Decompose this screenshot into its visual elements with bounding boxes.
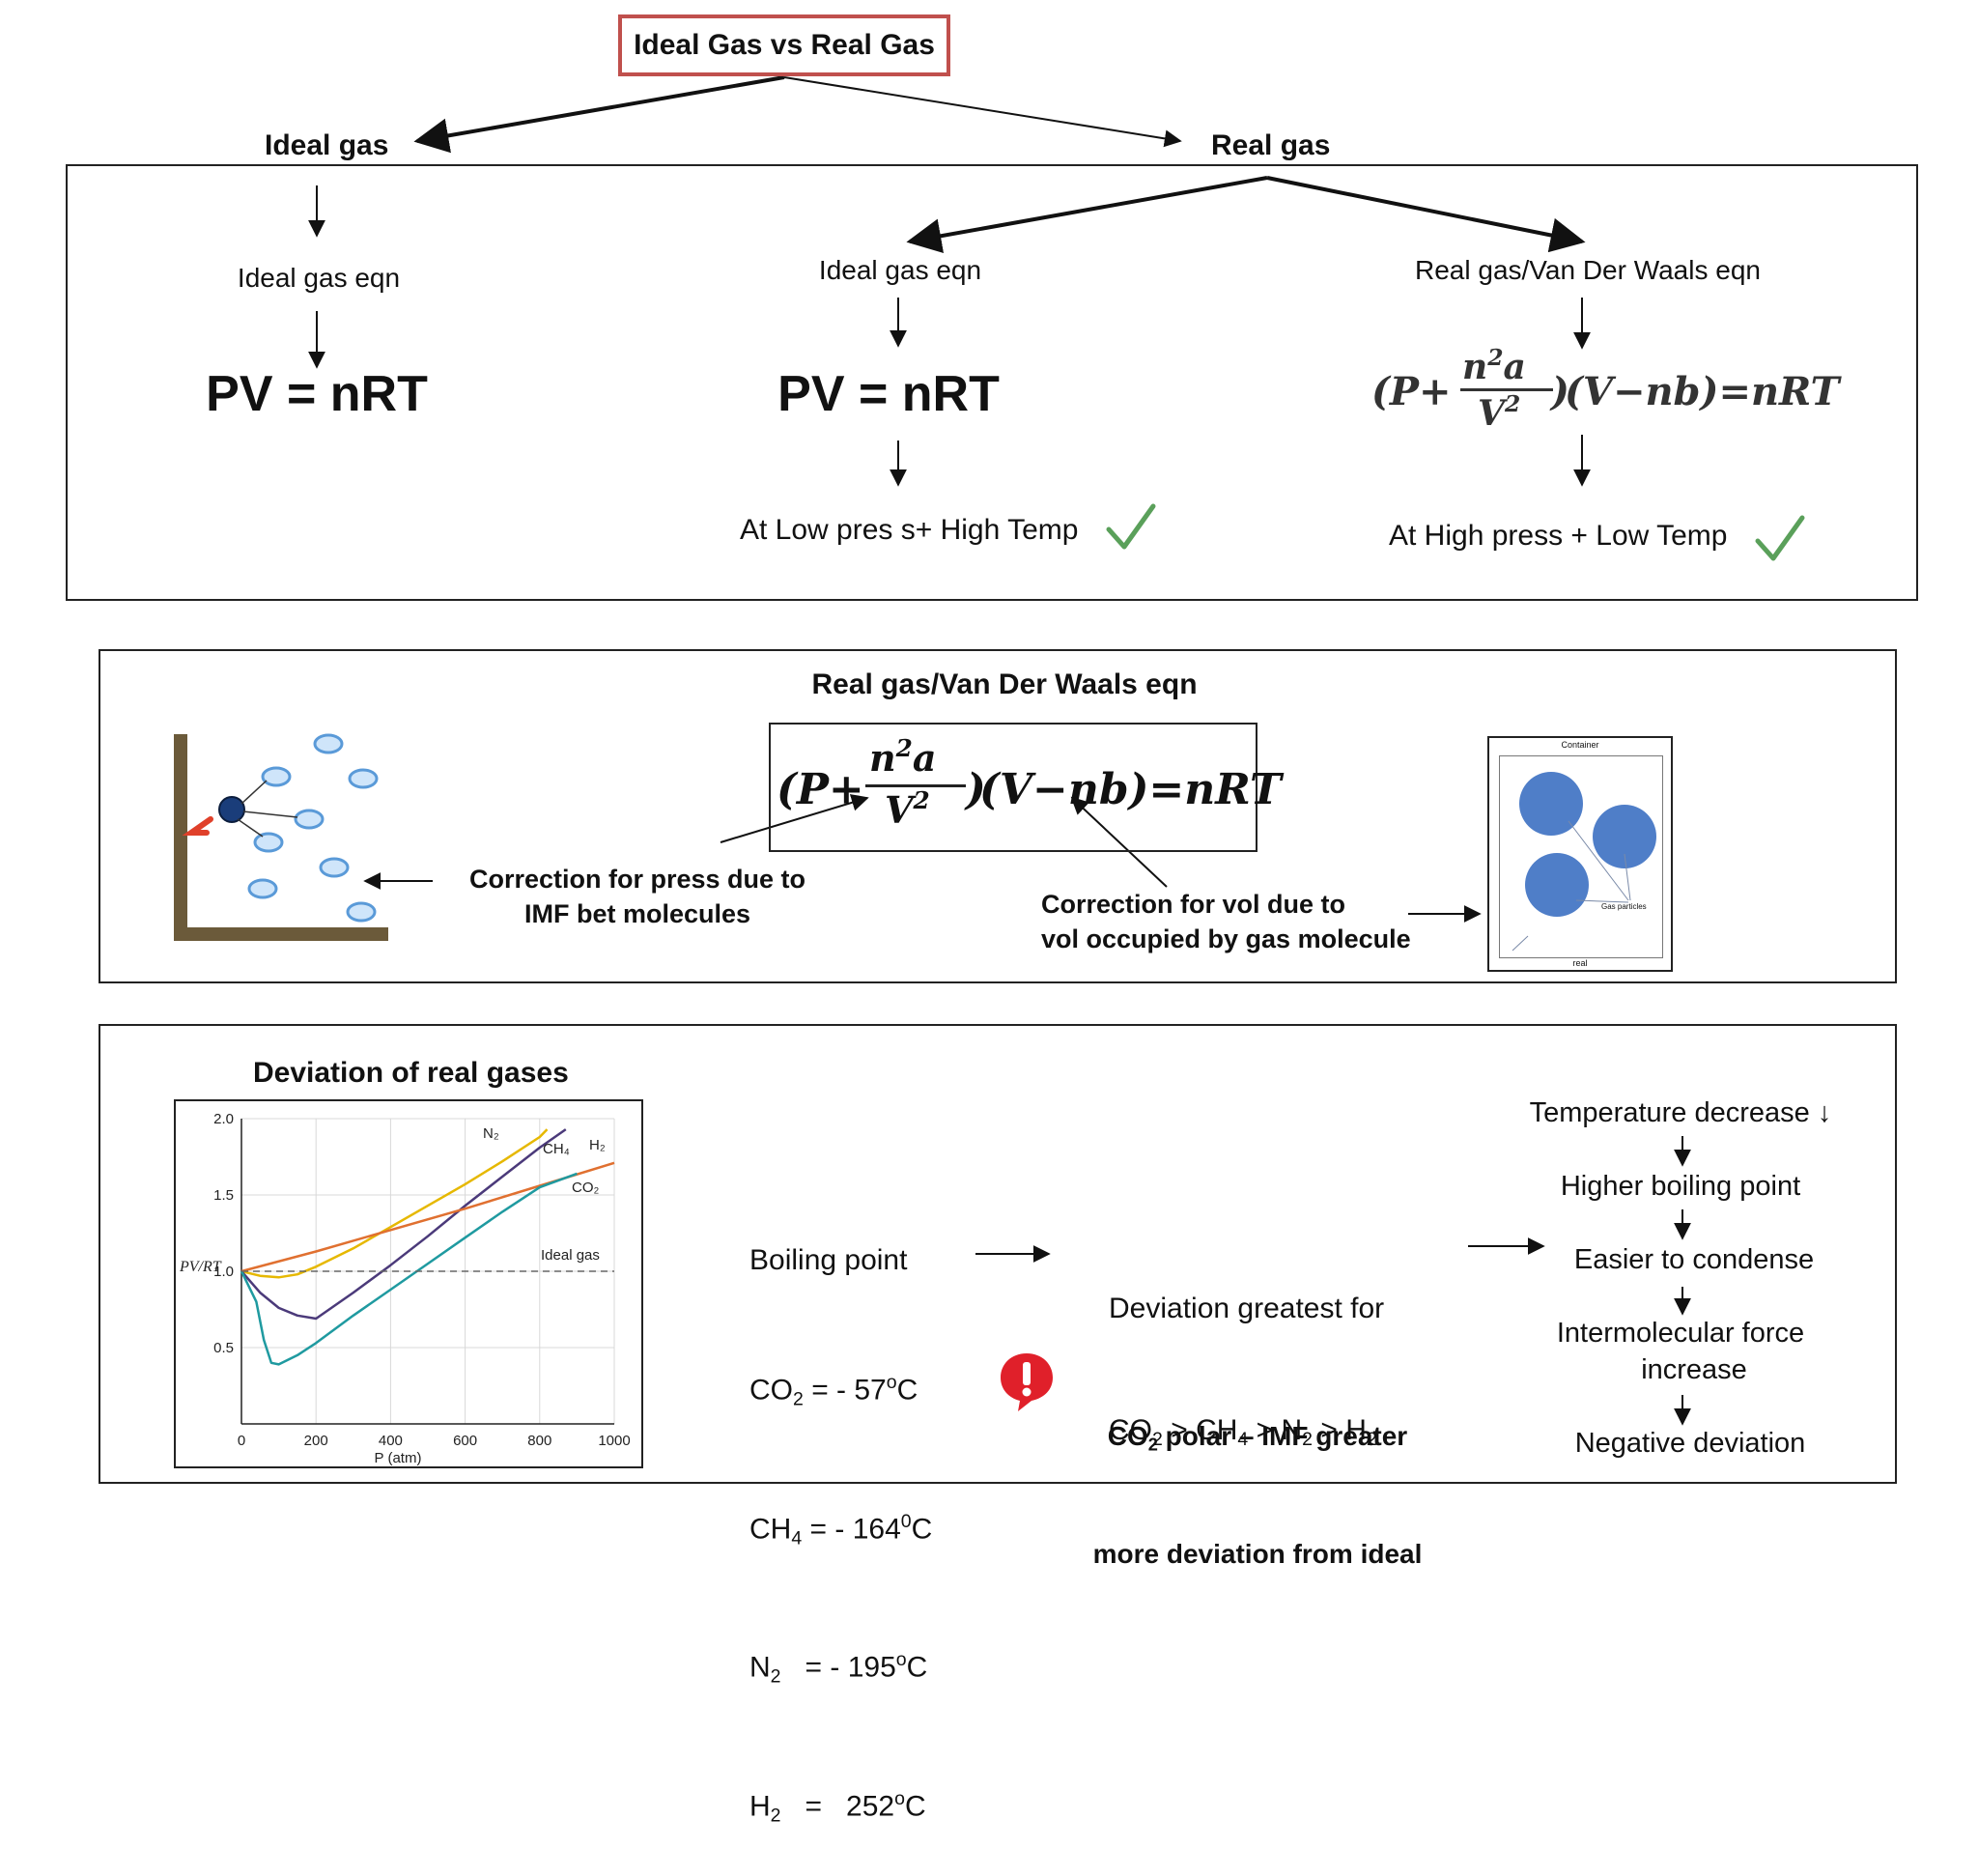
vdw-equation-box: (P+ n2a V2 ) (V−nb)=nRT	[769, 723, 1282, 852]
gas-particle	[1593, 805, 1656, 868]
x-tick-label: 600	[453, 1433, 477, 1449]
chain-step-3: Easier to condense	[1573, 1244, 1815, 1275]
series-label-h2: H₂	[589, 1137, 606, 1153]
series-label-ch4: CH₄	[543, 1141, 570, 1157]
check-icon	[1106, 503, 1156, 550]
press-correction-label: Correction for press due to IMF bet mole…	[468, 865, 806, 928]
vol-correction-label: Correction for vol due to vol occupied b…	[1041, 890, 1411, 953]
y-tick-label: 2.0	[213, 1111, 234, 1127]
chart-series	[240, 1128, 615, 1366]
section3-title: Deviation of real gases	[253, 1057, 569, 1089]
exclamation-alert-icon	[1001, 1353, 1053, 1411]
series-line-1	[240, 1128, 567, 1321]
boiling-row: H2 = 252oC	[749, 1787, 926, 1827]
boiling-row: CH4 = - 1640C	[749, 1510, 933, 1549]
x-tick-label: 400	[379, 1433, 403, 1449]
gas-particle	[1525, 853, 1589, 917]
real-ideal-col-label: Ideal gas eqn	[818, 255, 982, 285]
chain-step-4b: increase	[1641, 1354, 1747, 1385]
container-diagram: Container real Gas particles	[1487, 736, 1673, 972]
vdw-equation-boxed: (P+ n2a V2 ) (V−nb)=nRT	[777, 734, 1282, 832]
title-text: Ideal Gas vs Real Gas	[634, 29, 935, 61]
connector-arrows	[308, 75, 1691, 1426]
chain-step-2: Higher boiling point	[1560, 1171, 1801, 1202]
container-bottom-label: real	[1572, 958, 1588, 968]
chain-step-4: Intermolecular force	[1556, 1318, 1805, 1349]
wall-molecule	[218, 796, 245, 823]
vdw-col-label: Real gas/Van Der Waals eqn	[1415, 255, 1761, 285]
chain-step-1: Temperature decrease ↓	[1529, 1097, 1832, 1128]
x-tick-label: 800	[527, 1433, 551, 1449]
real-branch-label: Real gas	[1211, 129, 1331, 161]
chart-xlabel: P (atm)	[375, 1450, 422, 1466]
series-line-0	[240, 1128, 549, 1279]
y-tick-label: 1.5	[213, 1187, 234, 1204]
boiling-heading: Boiling point	[749, 1244, 908, 1276]
chart-ticks: 0 200 400 600 800 1000 0.5 1.0 1.5 2.0	[213, 1111, 631, 1449]
impact-arrow-icon	[182, 816, 213, 836]
series-label-co2: CO₂	[572, 1180, 600, 1196]
arrow-to-a-term	[720, 794, 869, 843]
low-pressure-condition: At Low pres s+ High Temp	[740, 514, 1079, 546]
boiling-row: CO2 = - 57oC	[749, 1372, 918, 1410]
real-ideal-col-equation: PV = nRT	[777, 366, 1000, 422]
arrow-to-b-term	[1070, 796, 1168, 888]
series-labels: N₂ CH₄ H₂ CO₂ Ideal gas	[483, 1125, 606, 1264]
deviation-chart: 0 200 400 600 800 1000 0.5 1.0 1.5 2.0 N₂ CH₄ H₂ …	[174, 1099, 643, 1468]
y-tick-label: 1.0	[213, 1264, 234, 1280]
molecule-wall-illustration	[174, 733, 388, 941]
y-tick-label: 0.5	[213, 1340, 234, 1356]
vdw-equation-top: (P+ n2a V2 ) (V−nb)=nRT	[1371, 344, 1840, 435]
high-pressure-condition: At High press + Low Temp	[1389, 520, 1728, 552]
series-label-n2: N₂	[483, 1125, 499, 1142]
gas-particle	[1519, 772, 1583, 836]
x-tick-label: 1000	[598, 1433, 630, 1449]
series-label-ideal: Ideal gas	[541, 1247, 600, 1264]
container-particles-label: Gas particles	[1601, 902, 1647, 911]
chart-ylabel: PV/RT	[179, 1259, 222, 1275]
check-icon-2	[1755, 515, 1805, 561]
section2-frame	[99, 649, 1897, 983]
chart-border	[174, 1099, 643, 1468]
boiling-row: N2 = - 195oC	[749, 1649, 928, 1688]
arrow-to-ideal	[413, 75, 785, 154]
x-tick-label: 0	[238, 1433, 245, 1449]
deviation-line1: Deviation greatest for	[1109, 1293, 1385, 1324]
arrow-real-ideal	[906, 176, 1268, 254]
section3-frame	[99, 1024, 1897, 1484]
ideal-branch-label: Ideal gas	[265, 129, 389, 161]
section1-frame	[66, 164, 1918, 601]
chain-step-5: Negative deviation	[1574, 1428, 1806, 1459]
x-tick-label: 200	[304, 1433, 328, 1449]
title-box: Ideal Gas vs Real Gas	[618, 14, 950, 76]
section2-title: Real gas/Van Der Waals eqn	[811, 668, 1198, 700]
arrow-to-real	[783, 76, 1182, 148]
container-top-label: Container	[1561, 740, 1599, 750]
ideal-col-label: Ideal gas eqn	[237, 263, 401, 293]
deviation-order: CO2 > CH4 > N2 > H2	[1109, 1414, 1377, 1450]
arrow-real-vdw	[1266, 176, 1586, 253]
ideal-col-equation: PV = nRT	[206, 366, 428, 422]
gas-molecules	[247, 733, 379, 923]
polar-note: CO2 polar – IMF greater more deviation f…	[1092, 1421, 1423, 1570]
deviation-block: Deviation greatest for CO2 > CH4 > N2 > …	[1109, 1208, 1384, 1500]
series-line-3	[240, 1172, 578, 1366]
boiling-point-block: Boiling point CO2 = - 57oC CH4 = - 1640C…	[749, 1159, 932, 1876]
